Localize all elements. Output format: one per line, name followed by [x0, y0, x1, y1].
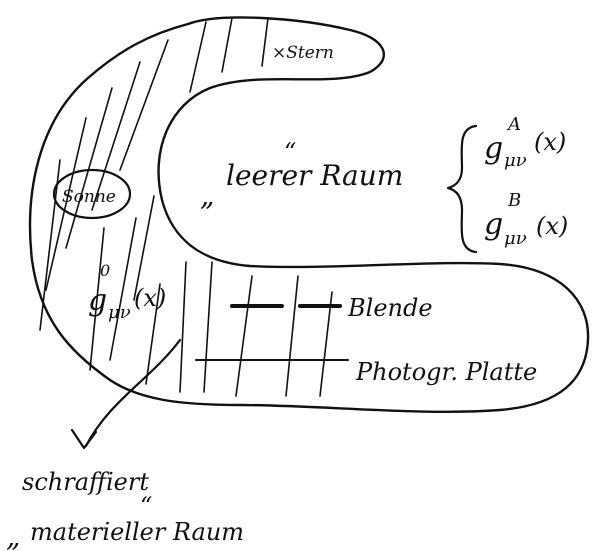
- label-hatched: schraffiert: [22, 468, 149, 496]
- label-star: ×Stern: [272, 43, 334, 63]
- hatch-line: [235, 275, 253, 397]
- metric-a-sub: μν: [504, 150, 527, 171]
- metric-sun-arg: (x): [134, 284, 166, 312]
- hatch-line: [65, 87, 113, 249]
- label-aperture: Blende: [347, 294, 433, 322]
- label-photo-plate: Photogr. Platte: [355, 358, 537, 386]
- hatch-line: [109, 217, 137, 361]
- metric-b: g B μν (x): [484, 190, 568, 249]
- metric-sun: g 0 μν (x): [88, 261, 166, 323]
- metric-sun-sup: 0: [100, 261, 110, 280]
- metric-b-arg: (x): [536, 212, 568, 240]
- metric-a: g A μν (x): [484, 114, 566, 171]
- outer-boundary: [28, 16, 590, 413]
- hatch-line: [179, 261, 187, 393]
- hatch-line: [45, 117, 87, 291]
- label-empty-space-quote-close: “: [284, 138, 296, 166]
- hatch-line: [133, 195, 155, 301]
- sun-circle: [52, 168, 132, 220]
- metric-brace: [446, 124, 478, 254]
- label-material-space-quote-open: „: [6, 520, 21, 551]
- hatch-line: [319, 291, 333, 397]
- hatch-line: [145, 283, 161, 385]
- label-empty-space: leerer Raum: [226, 159, 403, 192]
- label-material-space: materieller Raum: [30, 518, 244, 546]
- hatch-line: [221, 17, 233, 73]
- hatch-line: [261, 17, 269, 67]
- metric-a-g: g: [484, 131, 503, 166]
- label-empty-space-quote-open: „: [200, 179, 215, 212]
- pointer-arrow-line: [84, 338, 182, 448]
- metric-sun-sub: μν: [108, 302, 131, 323]
- hatch-line: [189, 21, 207, 93]
- metric-b-g: g: [484, 207, 503, 242]
- metric-sun-g: g: [88, 283, 107, 318]
- label-material-space-quote-close: “: [140, 492, 152, 520]
- hatch-line: [119, 39, 169, 171]
- metric-b-sub: μν: [504, 228, 527, 249]
- hatch-line: [89, 227, 105, 371]
- hatch-line: [91, 61, 141, 211]
- metric-a-arg: (x): [534, 128, 566, 156]
- metric-b-sup: B: [507, 190, 521, 211]
- label-sun: Sonne: [62, 187, 116, 207]
- hatch-line: [285, 275, 299, 397]
- hatch-line: [203, 261, 213, 393]
- pointer-arrow-head: [70, 428, 98, 450]
- metric-a-sup: A: [506, 114, 521, 135]
- hatching-lines: [39, 17, 333, 397]
